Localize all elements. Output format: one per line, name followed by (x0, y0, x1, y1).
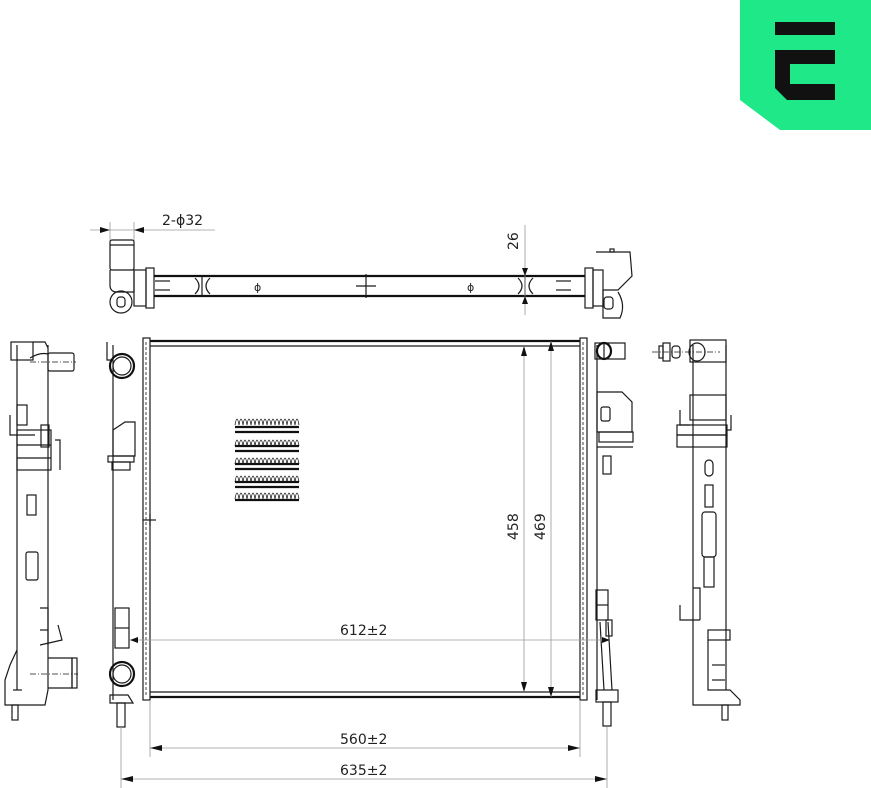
overall-height-label: 469 (533, 513, 549, 540)
core-height-label: 458 (506, 513, 522, 540)
brand-logo (740, 0, 871, 130)
logo-e-icon (740, 0, 871, 130)
tank-width-label: 560±2 (340, 732, 387, 748)
front-view: 458 469 612±2 560±2 635±2 (106, 337, 634, 788)
top-view: 2-ϕ32 ϕ ϕ 26 (90, 213, 633, 319)
pipe-diameter-label: 2-ϕ32 (162, 213, 203, 229)
core-width-label: 612±2 (340, 623, 387, 639)
top-depth-label: 26 (506, 232, 522, 250)
phi-mark-left: ϕ (254, 281, 261, 294)
left-side-view (4, 341, 78, 721)
right-side-view (652, 339, 741, 721)
overall-width-label: 635±2 (340, 763, 387, 779)
fin-detail (234, 418, 300, 502)
phi-mark-right: ϕ (467, 281, 474, 294)
